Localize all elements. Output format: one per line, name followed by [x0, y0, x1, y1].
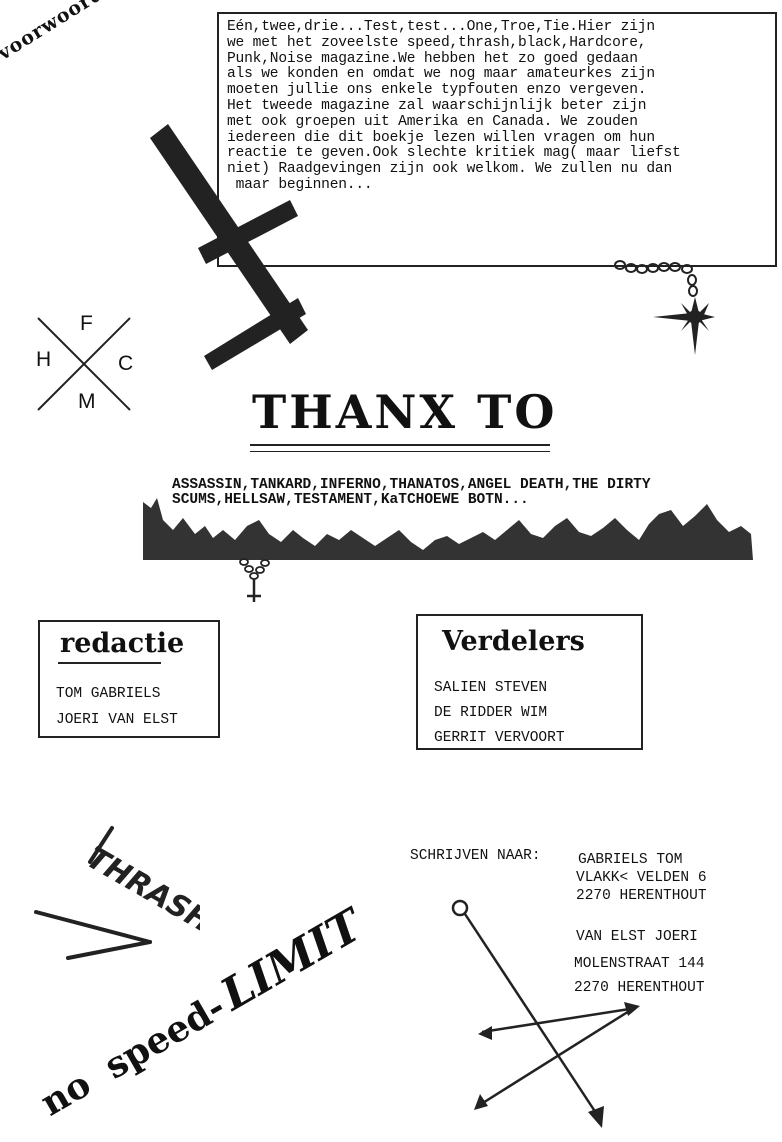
- speed-limit-part3: LIMIT: [212, 899, 371, 1021]
- hfcm-letter-bottom: M: [78, 390, 96, 413]
- verdelers-member: SALIEN STEVEN: [434, 680, 548, 696]
- thrash-logo-icon: THRASH: [34, 826, 200, 960]
- redactie-underline: [58, 662, 161, 664]
- verdelers-member: DE RIDDER WIM: [434, 705, 548, 721]
- address-line: 2270 HERENTHOUT: [574, 980, 705, 996]
- redactie-member: JOERI VAN ELST: [56, 712, 178, 728]
- speed-limit-part2: speed-: [97, 985, 233, 1088]
- chain-cross-pendant-icon: [239, 558, 270, 602]
- redactie-title: redactie: [60, 628, 185, 659]
- thanks-title: THANX TO: [252, 385, 558, 439]
- address-line: VAN ELST JOERI: [576, 929, 698, 945]
- inverted-crosses-icon: [150, 124, 308, 370]
- thanks-rule: [250, 451, 550, 452]
- intro-text: Eén,twee,drie...Test,test...One,Troe,Tie…: [227, 19, 681, 193]
- thanks-list: ASSASSIN,TANKARD,INFERNO,THANATOS,ANGEL …: [172, 477, 651, 508]
- mountain-silhouette: [143, 498, 753, 560]
- voorwoord-heading: voorwoord!?..: [0, 0, 139, 65]
- arrow-cross-symbol-icon: [451, 899, 640, 1128]
- thanks-rule: [250, 444, 550, 446]
- address-label: SCHRIJVEN NAAR:: [410, 848, 541, 864]
- hfcm-letter-right: C: [118, 352, 134, 375]
- verdelers-box: Verdelers SALIEN STEVEN DE RIDDER WIM GE…: [416, 614, 643, 750]
- verdelers-title: Verdelers: [442, 626, 585, 657]
- address-line: 2270 HERENTHOUT: [576, 888, 707, 904]
- hfcm-letter-top: F: [80, 312, 93, 335]
- speed-limit-part1: no: [33, 1062, 98, 1125]
- thrash-logo-text: THRASH: [80, 840, 200, 940]
- chain-star-pendant-icon: [614, 260, 715, 355]
- address-line: GABRIELS TOM: [578, 852, 683, 868]
- address-line: MOLENSTRAAT 144: [574, 956, 705, 972]
- redactie-box: redactie TOM GABRIELS JOERI VAN ELST: [38, 620, 220, 738]
- address-line: VLAKK< VELDEN 6: [576, 870, 707, 886]
- intro-box: [217, 12, 777, 267]
- hfcm-cross-icon: [37, 317, 131, 411]
- hfcm-letter-left: H: [36, 348, 52, 371]
- verdelers-member: GERRIT VERVOORT: [434, 730, 565, 746]
- redactie-member: TOM GABRIELS: [56, 686, 161, 702]
